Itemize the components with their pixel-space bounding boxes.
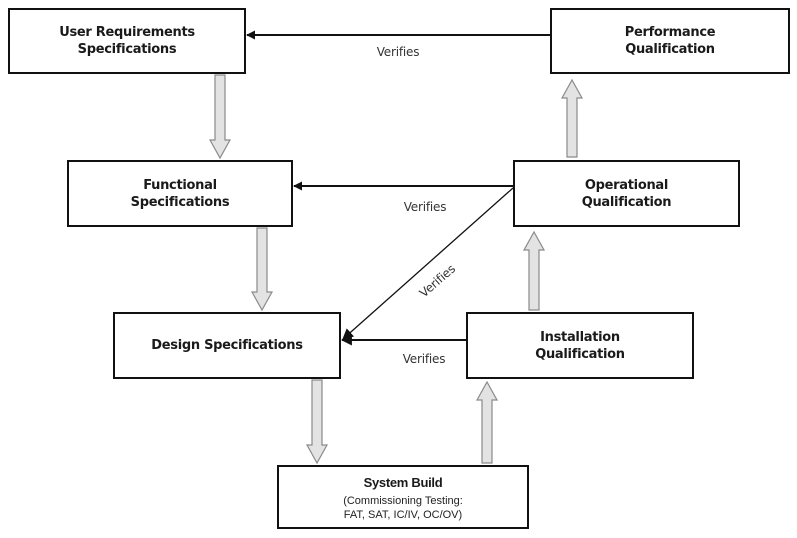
flow-arrow-urs-to-fs [208, 74, 232, 160]
node-functional-specifications: Functional Specifications [67, 160, 293, 227]
verifies-label-iq-ds: Verifies [403, 352, 446, 366]
flow-arrow-sb-to-iq [475, 380, 499, 464]
node-label: User Requirements Specifications [59, 25, 195, 57]
node-label: Installation Qualification [535, 329, 625, 362]
verifies-label-pq-urs: Verifies [377, 45, 420, 59]
node-design-specifications: Design Specifications [113, 312, 341, 379]
flow-arrow-iq-to-oq [522, 230, 546, 311]
node-label: Functional Specifications [130, 177, 230, 210]
verifies-label-oq-fs: Verifies [404, 200, 447, 214]
flow-arrow-ds-to-sb [305, 379, 329, 465]
node-sublabel: (Commissioning Testing: FAT, SAT, IC/IV,… [343, 495, 463, 521]
node-user-requirements-specifications: User Requirements Specifications [8, 8, 246, 74]
node-label: Operational Qualification [581, 177, 672, 210]
node-installation-qualification: Installation Qualification [466, 312, 694, 379]
node-label: Design Specifications [151, 338, 303, 353]
verifies-arrow-oq-to-ds [342, 187, 514, 340]
node-label: Performance Qualification [624, 25, 716, 57]
flow-arrow-fs-to-ds [250, 227, 274, 312]
node-operational-qualification: Operational Qualification [513, 160, 740, 227]
node-label: System Build [363, 475, 443, 490]
node-system-build: System Build (Commissioning Testing: FAT… [277, 465, 529, 529]
flow-arrow-oq-to-pq [560, 78, 584, 158]
node-performance-qualification: Performance Qualification [550, 8, 790, 74]
